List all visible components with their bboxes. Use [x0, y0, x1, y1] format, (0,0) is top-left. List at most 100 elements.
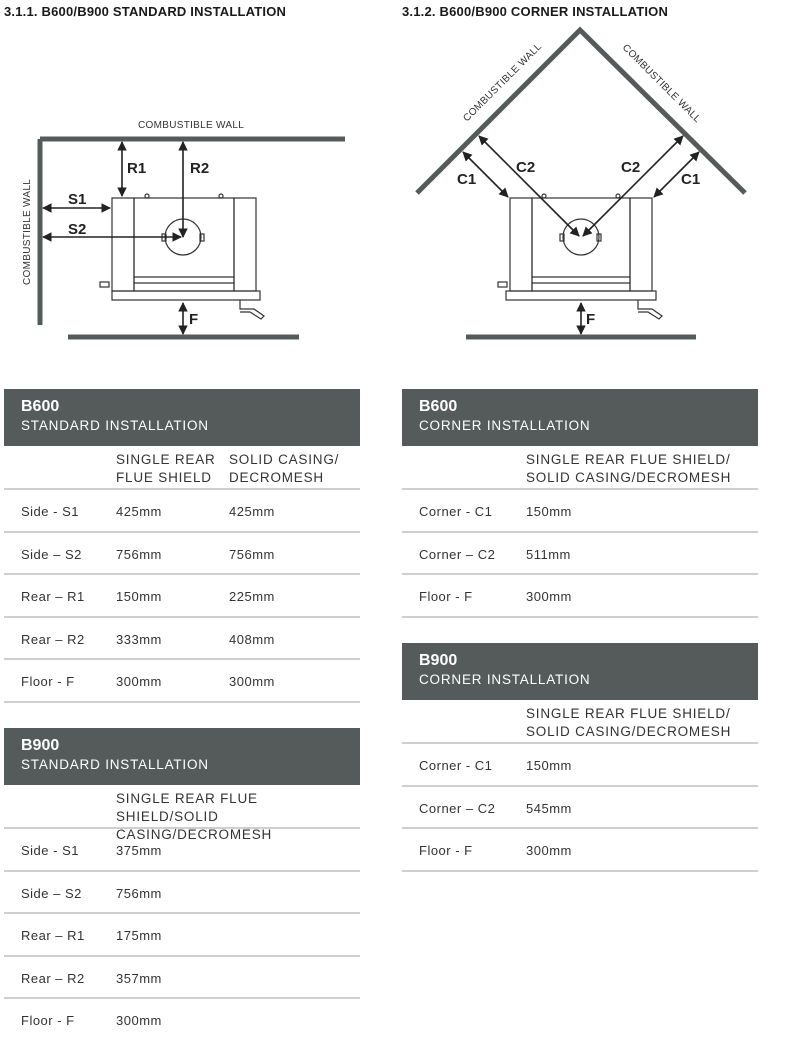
row-value: 175mm — [116, 928, 162, 943]
row-value: 333mm — [116, 631, 162, 647]
column-header-combined: SINGLE REAR FLUE SHIELD/ SOLID CASING/DE… — [526, 451, 731, 487]
installation-type: CORNER INSTALLATION — [419, 418, 591, 433]
row-label: Side – S2 — [21, 885, 82, 901]
column-header-flue-shield: SINGLE REAR FLUE SHIELD — [116, 451, 216, 487]
wall-label-corner-left: COMBUSTIBLE WALL — [461, 41, 544, 124]
dim-label-r2: R2 — [190, 160, 209, 177]
table-header: B600 STANDARD INSTALLATION — [4, 389, 360, 446]
row-label: Side – S2 — [21, 546, 82, 562]
combustible-walls — [37, 136, 345, 340]
dim-label-c2-left: C2 — [516, 159, 535, 176]
dim-label-r1: R1 — [127, 160, 146, 177]
table-row: Side – S2 756mm 756mm — [4, 533, 360, 575]
table-row: Side - S1 425mm 425mm — [4, 490, 360, 533]
column-header-line: SINGLE REAR FLUE SHIELD/ — [526, 706, 731, 721]
dim-label-f-corner: F — [586, 311, 595, 328]
row-label: Corner - C1 — [419, 758, 493, 773]
row-value: 300mm — [526, 589, 572, 604]
row-value: 150mm — [526, 504, 572, 519]
column-header-solid-casing: SOLID CASING/ DECROMESH — [229, 451, 339, 487]
column-headers: SINGLE REAR FLUE SHIELD/ SOLID CASING/DE… — [402, 446, 758, 490]
corner-installation-title: 3.1.2. B600/B900 CORNER INSTALLATION — [402, 4, 669, 19]
column-header-line: SOLID CASING/DECROMESH — [526, 470, 732, 485]
table-row: Rear – R1 175mm — [4, 914, 360, 957]
row-value: 150mm — [526, 758, 572, 773]
wall-label-left: COMBUSTIBLE WALL — [22, 179, 33, 285]
row-value: 756mm — [229, 546, 275, 562]
standard-installation-diagram: COMBUSTIBLE WALL COMBUSTIBLE WALL R1 R2 … — [22, 120, 345, 340]
row-label: Side - S1 — [21, 843, 79, 858]
dim-label-c1-right: C1 — [681, 171, 700, 188]
row-value: 425mm — [116, 504, 162, 519]
row-label: Corner - C1 — [419, 504, 493, 519]
row-label: Rear – R1 — [21, 589, 85, 604]
row-value: 225mm — [229, 589, 275, 604]
row-label: Rear – R2 — [21, 631, 85, 647]
table-row: Rear – R1 150mm 225mm — [4, 575, 360, 618]
wall-label-top: COMBUSTIBLE WALL — [138, 120, 244, 131]
b600-standard-table: B600 STANDARD INSTALLATION SINGLE REAR F… — [4, 389, 360, 703]
table-row: Side – S2 756mm — [4, 872, 360, 914]
table-row: Floor - F 300mm — [402, 575, 758, 618]
column-header-line: SINGLE REAR FLUE SHIELD/SOLID — [116, 791, 258, 824]
column-headers: SINGLE REAR FLUE SHIELD/SOLID CASING/DEC… — [4, 785, 360, 842]
row-label: Corner – C2 — [419, 546, 496, 562]
column-header-line: SINGLE REAR — [116, 452, 216, 467]
b900-standard-table: B900 STANDARD INSTALLATION SINGLE REAR F… — [4, 728, 360, 1040]
table-row: Floor - F 300mm 300mm — [4, 660, 360, 703]
row-value: 300mm — [526, 843, 572, 858]
installation-type: STANDARD INSTALLATION — [21, 757, 209, 772]
row-value: 357mm — [116, 970, 162, 986]
installation-type: STANDARD INSTALLATION — [21, 418, 209, 433]
row-label: Rear – R2 — [21, 970, 85, 986]
model-name: B600 — [419, 398, 458, 415]
dim-label-s1: S1 — [68, 191, 86, 208]
column-header-line: SOLID CASING/ — [229, 452, 340, 467]
table-header: B900 CORNER INSTALLATION — [402, 643, 758, 700]
fireplace-unit-corner — [497, 193, 663, 320]
table-header: B900 STANDARD INSTALLATION — [4, 728, 360, 785]
column-header-line: SOLID CASING/DECROMESH — [526, 724, 732, 739]
row-value: 150mm — [116, 589, 162, 604]
row-value: 425mm — [229, 504, 275, 519]
row-value: 300mm — [116, 674, 162, 689]
column-header-line: CASING/DECROMESH — [116, 827, 273, 842]
combustible-walls-corner — [415, 26, 747, 340]
row-label: Side - S1 — [21, 504, 79, 519]
table-row: Floor - F 300mm — [402, 829, 758, 872]
row-value: 300mm — [229, 674, 275, 689]
table-row: Floor - F 300mm — [4, 999, 360, 1040]
column-header-line: DECROMESH — [229, 470, 324, 485]
row-label: Floor - F — [21, 674, 75, 689]
column-header-combined: SINGLE REAR FLUE SHIELD/ SOLID CASING/DE… — [526, 705, 731, 741]
model-name: B900 — [419, 652, 458, 669]
table-row: Side - S1 375mm — [4, 829, 360, 872]
dim-label-c2-right: C2 — [621, 159, 640, 176]
row-label: Floor - F — [419, 589, 473, 604]
row-label: Corner – C2 — [419, 800, 496, 816]
table-row: Corner - C1 150mm — [402, 490, 758, 533]
row-label: Rear – R1 — [21, 928, 85, 943]
row-value: 375mm — [116, 843, 162, 858]
column-header-combined: SINGLE REAR FLUE SHIELD/SOLID CASING/DEC… — [116, 790, 360, 844]
dim-label-f: F — [189, 311, 198, 328]
row-value: 756mm — [116, 885, 162, 901]
row-value: 756mm — [116, 546, 162, 562]
table-header: B600 CORNER INSTALLATION — [402, 389, 758, 446]
row-label: Floor - F — [21, 1013, 75, 1028]
row-value: 300mm — [116, 1013, 162, 1028]
row-value: 511mm — [526, 546, 571, 562]
installation-type: CORNER INSTALLATION — [419, 672, 591, 687]
dim-label-s2: S2 — [68, 221, 86, 238]
b900-corner-table: B900 CORNER INSTALLATION SINGLE REAR FLU… — [402, 643, 758, 872]
column-header-line: SINGLE REAR FLUE SHIELD/ — [526, 452, 731, 467]
table-row: Corner – C2 511mm — [402, 533, 758, 575]
b600-corner-table: B600 CORNER INSTALLATION SINGLE REAR FLU… — [402, 389, 758, 618]
corner-installation-diagram: COMBUSTIBLE WALL COMBUSTIBLE WALL C1 C2 … — [415, 26, 747, 340]
fireplace-unit — [99, 193, 265, 320]
row-label: Floor - F — [419, 843, 473, 858]
model-name: B900 — [21, 737, 60, 754]
dim-label-c1-left: C1 — [457, 171, 476, 188]
